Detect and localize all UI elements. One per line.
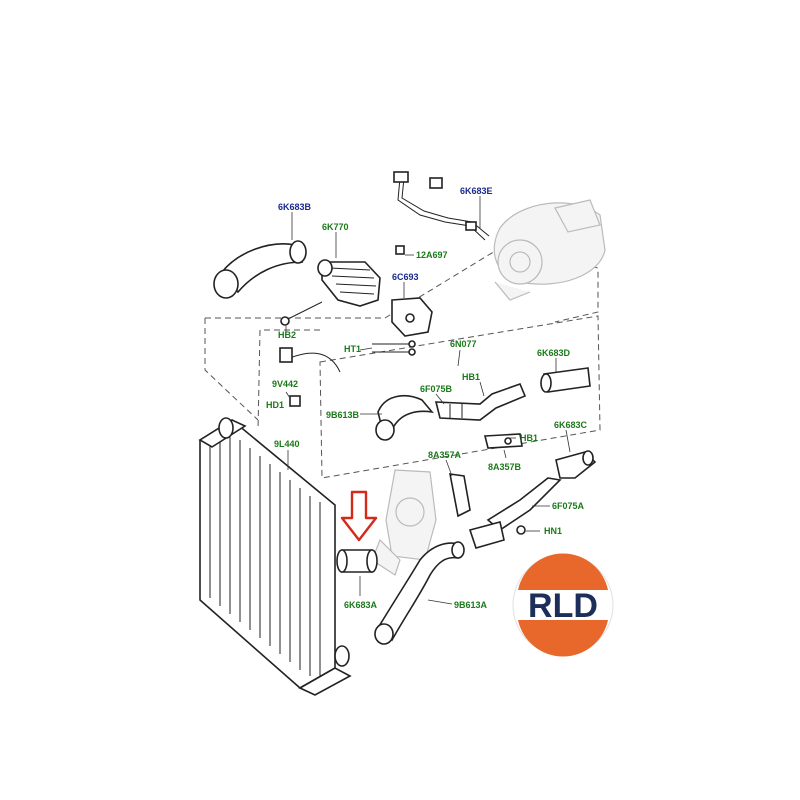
pipe-6K683E	[393, 171, 490, 241]
nut-HN1	[516, 525, 526, 535]
label-6K683C: 6K683C	[554, 420, 588, 430]
label-6F075A: 6F075A	[552, 501, 585, 511]
leader-lines	[285, 196, 571, 605]
label-6N077: 6N077	[450, 339, 477, 349]
rld-logo: RLD	[512, 553, 614, 657]
pipe-6F075B	[434, 382, 527, 421]
filter-6K770	[317, 259, 381, 307]
arrow-down-icon	[340, 490, 378, 542]
label-HD1: HD1	[266, 400, 284, 410]
hose-9B613A	[374, 541, 465, 645]
label-6C693: 6C693	[392, 272, 419, 282]
hose-6K683D	[540, 367, 591, 393]
bracket-6C693	[391, 297, 433, 337]
label-6K683E: 6K683E	[460, 186, 493, 196]
hose-6K683B	[213, 240, 307, 299]
label-6F075B: 6F075B	[420, 384, 453, 394]
label-HN1: HN1	[544, 526, 562, 536]
part-labels: 6K683B 6K770 6K683E 12A697 6C693 HB2 HT1…	[266, 186, 588, 610]
label-6K770: 6K770	[322, 222, 349, 232]
label-HB2: HB2	[278, 330, 296, 340]
label-9L440: 9L440	[274, 439, 300, 449]
label-HB1-upper: HB1	[462, 372, 480, 382]
logo-text: RLD	[528, 587, 598, 625]
pipe-6F075A	[468, 477, 562, 549]
label-9B613A: 9B613A	[454, 600, 488, 610]
label-HB1-lower: HB1	[520, 433, 538, 443]
label-9V442: 9V442	[272, 379, 298, 389]
intercooler-9L440	[198, 417, 352, 696]
label-6K683B: 6K683B	[278, 202, 312, 212]
label-HT1: HT1	[344, 344, 361, 354]
label-12A697: 12A697	[416, 250, 448, 260]
hose-6K683C	[555, 450, 597, 479]
label-8A357A: 8A357A	[428, 450, 462, 460]
sensor-9V442	[279, 347, 341, 407]
label-6K683A: 6K683A	[344, 600, 378, 610]
bracket-8A357B	[483, 433, 523, 449]
turbocharger	[493, 199, 606, 301]
label-9B613B: 9B613B	[326, 410, 360, 420]
label-6K683D: 6K683D	[537, 348, 571, 358]
hardware-bolts	[280, 245, 416, 356]
label-8A357B: 8A357B	[488, 462, 522, 472]
bracket-8A357A	[449, 473, 471, 518]
connector-6K683A	[336, 549, 378, 573]
dashed-group-frames	[204, 244, 601, 479]
hose-9B613B	[375, 394, 434, 441]
